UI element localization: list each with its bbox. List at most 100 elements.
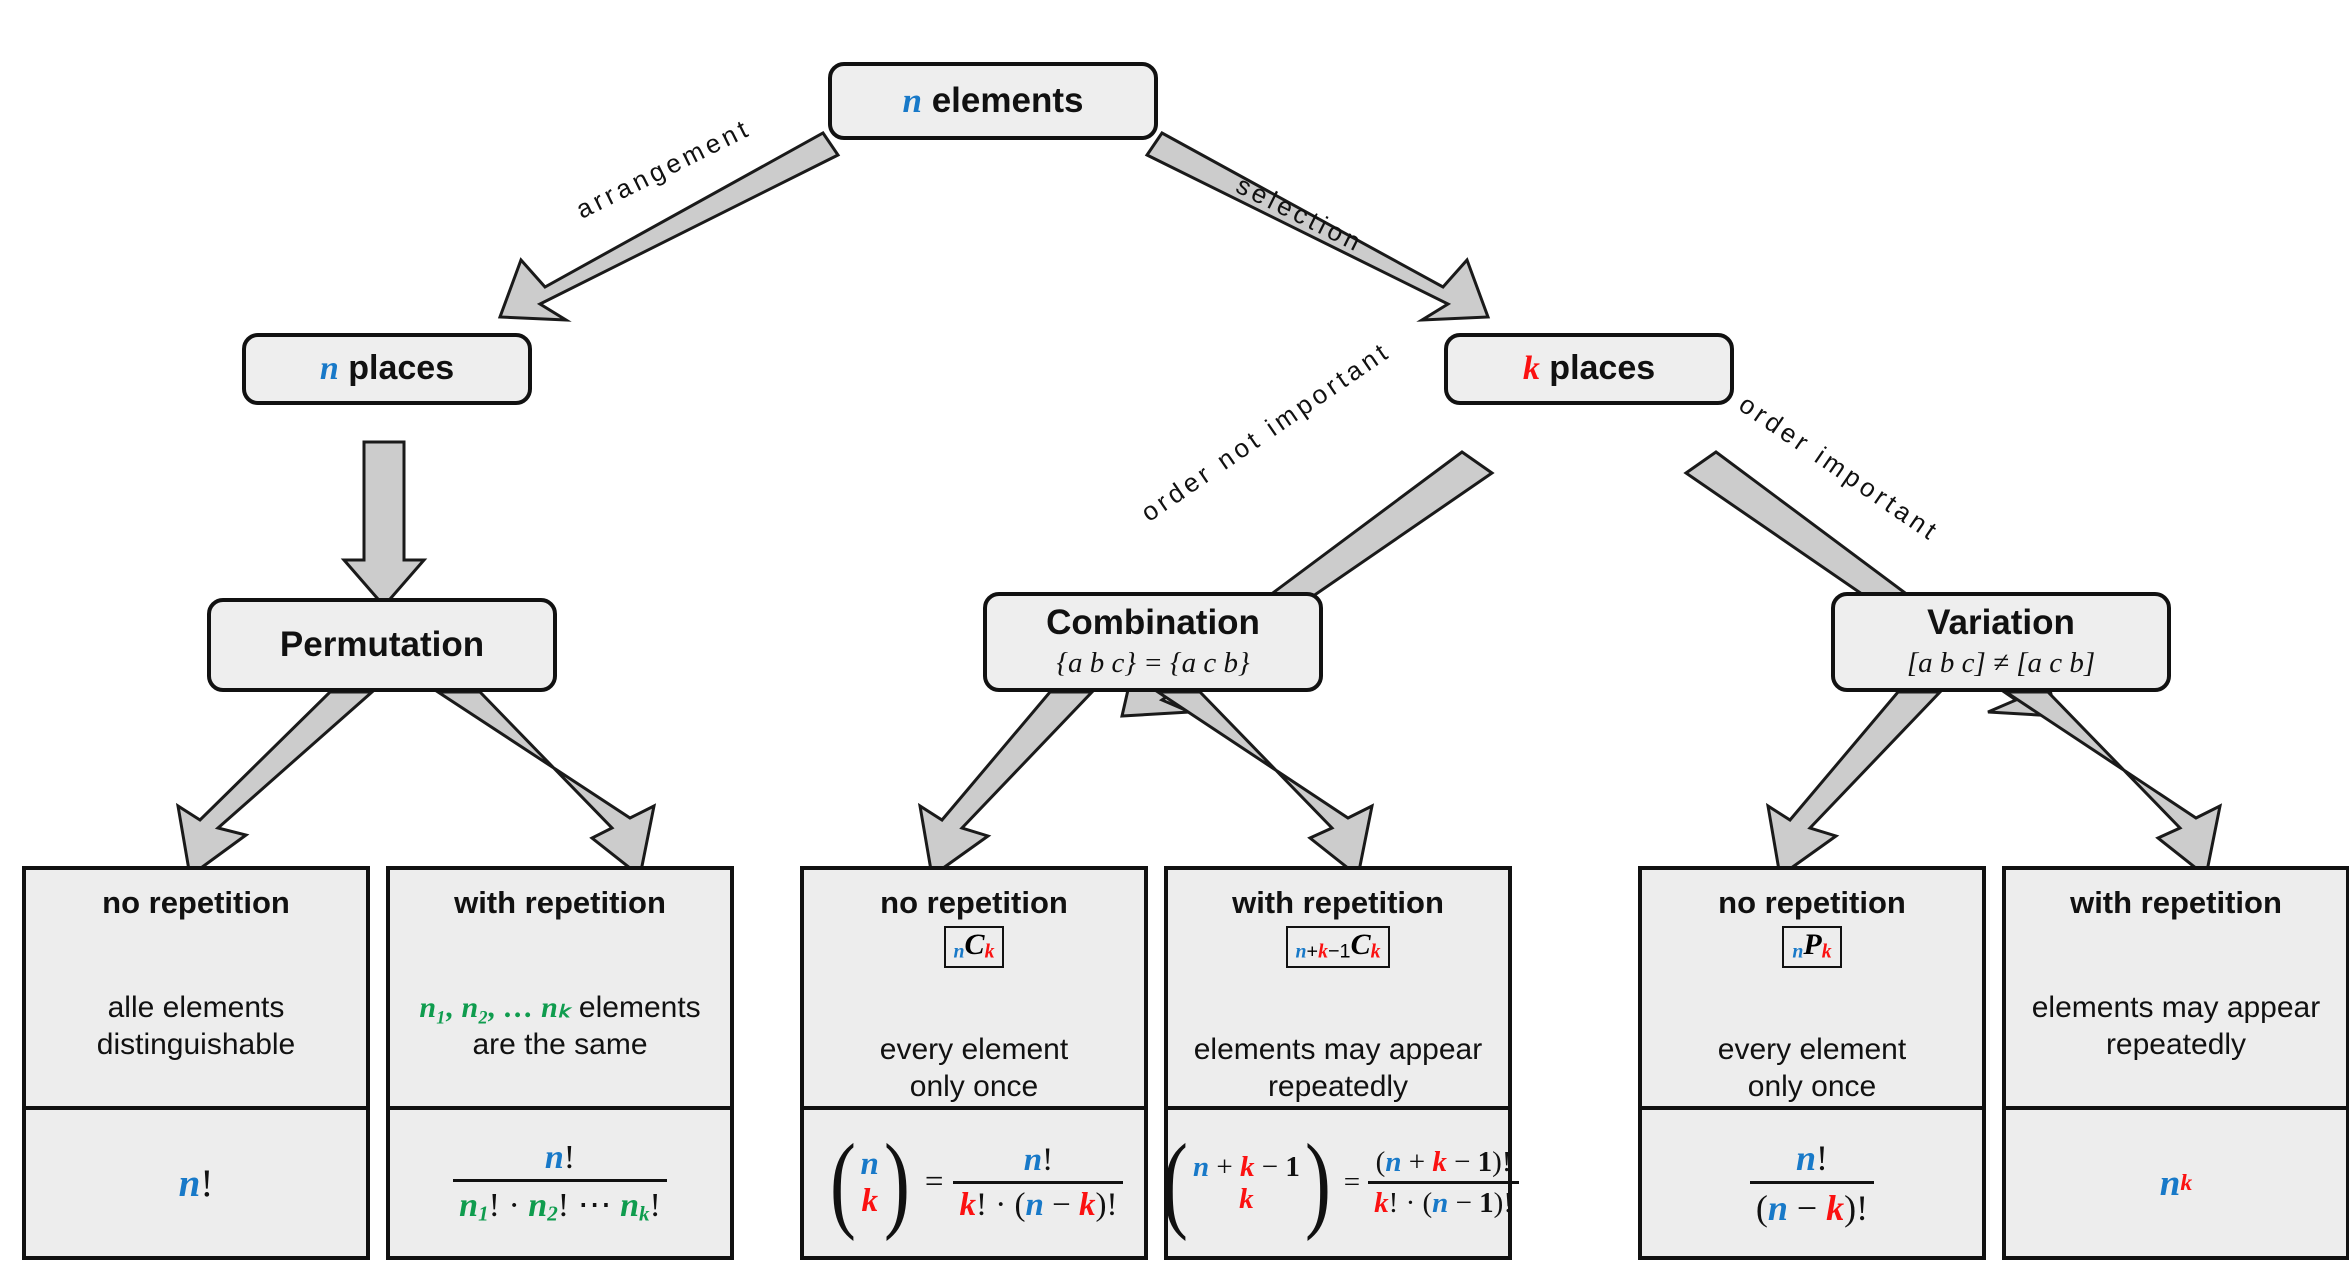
binomial-top: n + k − 1 <box>1193 1151 1300 1183</box>
minus-sign: − <box>1455 1186 1472 1219</box>
leaf-heading: no repetition <box>880 885 1068 920</box>
node-n-places[interactable]: n places <box>242 333 532 405</box>
variable-k: k <box>1821 940 1832 963</box>
open-paren: ( <box>1014 1186 1026 1223</box>
leaf-top: with repetition n₁, n₂, … nₖ elements ar… <box>390 870 730 1106</box>
fraction-numerator: n! <box>539 1139 581 1179</box>
arrow-variation-to-leaf5 <box>1765 690 1944 879</box>
variable-n: n <box>544 1139 564 1177</box>
leaf-permutation-no-repetition[interactable]: no repetition alle elements distinguisha… <box>22 866 370 1260</box>
leaf-description-line: elements may appear <box>1193 1033 1483 1066</box>
left-paren: ( <box>1162 1122 1188 1242</box>
fraction: n! n1! · n2! ⋯ nk! <box>453 1139 667 1227</box>
leaf-description-line: only once <box>909 1069 1039 1103</box>
node-variation[interactable]: Variation [a b c] ≠ [a c b] <box>1831 592 2171 692</box>
variable-n: n <box>1432 1186 1449 1219</box>
variable-k: k <box>1239 1182 1254 1215</box>
leaf-description-line: n₁, n₂, … nₖ elements <box>397 990 723 1027</box>
leaf-variation-with-repetition[interactable]: with repetition elements may appear repe… <box>2002 866 2349 1260</box>
factorial-sign: ! <box>557 1187 570 1225</box>
variable-k: k <box>861 1182 878 1219</box>
variable-nk: nk <box>620 1187 650 1226</box>
minus-sign: − <box>1052 1186 1071 1223</box>
arrow-permutation-to-leaf2 <box>432 690 657 879</box>
factorial-sign: ! <box>488 1187 500 1225</box>
variable-n: n <box>1385 1145 1402 1178</box>
leaf-variation-no-repetition[interactable]: no repetition nPk every element only onc… <box>1638 866 1986 1260</box>
plus-sign: + <box>1408 1145 1426 1178</box>
variable-n: n <box>860 1146 879 1183</box>
leaf-top: no repetition alle elements distinguisha… <box>26 870 366 1106</box>
leaf-formula-cell: ( n k ) = n! k! · (n − <box>804 1106 1144 1256</box>
node-k-places[interactable]: k places <box>1444 333 1734 405</box>
node-permutation-title: Permutation <box>279 624 485 664</box>
leaf-description-line: every element <box>879 1033 1069 1066</box>
node-variation-title: Variation <box>1927 603 2075 643</box>
one: 1 <box>1339 940 1351 963</box>
formula-multiset-coefficient: ( n + k − 1 k ) = <box>1157 1122 1520 1242</box>
node-k-places-word: places <box>1549 349 1656 388</box>
variable-k: k <box>1432 1145 1447 1178</box>
factorial-sign: ! <box>649 1187 661 1225</box>
leaf-description-line: only once <box>1747 1069 1877 1103</box>
notation-nPk: nPk <box>1782 926 1842 969</box>
leaf-formula-cell: n! <box>26 1106 366 1256</box>
leaf-permutation-with-repetition[interactable]: with repetition n₁, n₂, … nₖ elements ar… <box>386 866 734 1260</box>
binomial-stack: n + k − 1 k <box>1193 1151 1300 1216</box>
leaf-top: with repetition n+k−1Ck elements may app… <box>1168 870 1508 1106</box>
variable-k: k <box>1078 1186 1096 1223</box>
binomial-stack: n k <box>861 1146 879 1220</box>
fraction-denominator: k! · (n − 1)! <box>1368 1180 1520 1220</box>
leaf-description-line: distinguishable <box>96 1027 296 1061</box>
leaf-formula-cell: n! (n − k)! <box>1642 1106 1982 1256</box>
node-permutation[interactable]: Permutation <box>207 598 557 692</box>
factorial-sign: ! <box>1042 1141 1054 1178</box>
binomial-symbol: ( n + k − 1 k ) <box>1157 1122 1336 1242</box>
minus-sign: − <box>1261 1150 1279 1183</box>
arrow-combination-to-leaf3 <box>917 690 1096 879</box>
fraction-denominator: (n − k)! <box>1749 1181 1875 1229</box>
factorial-sign: ! <box>1856 1188 1869 1228</box>
variable-n2: n2 <box>528 1187 558 1226</box>
plus-sign: + <box>1306 940 1319 963</box>
leaf-description: elements may appear repeatedly <box>1175 1032 1501 1105</box>
variable-k: k <box>959 1186 976 1223</box>
close-paren: ) <box>1492 1145 1502 1178</box>
arrow-permutation-to-leaf1 <box>175 690 376 879</box>
node-combination-title: Combination <box>1046 603 1260 643</box>
variable-k: k <box>1374 1186 1389 1219</box>
formula-n-factorial: n! <box>179 1161 214 1206</box>
factorial-sign: ! <box>975 1186 987 1223</box>
fraction-numerator: (n + k − 1)! <box>1370 1146 1518 1181</box>
formula-binomial-coefficient: ( n k ) = n! k! · (n − <box>825 1128 1124 1237</box>
leaf-combination-no-repetition[interactable]: no repetition nCk every element only onc… <box>800 866 1148 1260</box>
binomial-symbol: ( n k ) <box>825 1128 915 1236</box>
leaf-description: every element only once <box>1649 1032 1975 1105</box>
elements-word: elements <box>578 991 701 1024</box>
variable-n: n <box>1792 940 1804 963</box>
notation-nCk: nCk <box>943 926 1005 969</box>
variable-n: n <box>319 350 339 388</box>
factorial-sign: ! <box>1501 1145 1512 1178</box>
node-n-elements[interactable]: n elements <box>828 62 1158 140</box>
variable-k: k <box>1370 940 1381 963</box>
notation-n-plus-k-minus-1-C-k: n+k−1Ck <box>1285 926 1391 969</box>
leaf-top: with repetition elements may appear repe… <box>2006 870 2346 1106</box>
leaf-description-line: alle elements <box>107 991 285 1024</box>
leaf-combination-with-repetition[interactable]: with repetition n+k−1Ck elements may app… <box>1162 866 1520 1260</box>
node-n-places-title: n places <box>319 350 454 388</box>
node-combination[interactable]: Combination {a b c} = {a c b} <box>983 592 1323 692</box>
fraction-numerator: n! <box>1018 1142 1059 1181</box>
formula-falling-factorial: n! (n − k)! <box>1749 1137 1875 1229</box>
equals-sign: = <box>1343 1166 1361 1199</box>
node-k-places-title: k places <box>1523 349 1656 388</box>
open-paren: ( <box>1422 1186 1433 1219</box>
permutation-letter: P <box>1803 928 1822 962</box>
leaf-description-line: elements may appear <box>2031 991 2321 1024</box>
leaf-top: no repetition nPk every element only onc… <box>1642 870 1982 1106</box>
arrow-n-places-to-permutation <box>340 440 428 609</box>
fraction-numerator: n! <box>1790 1137 1834 1181</box>
